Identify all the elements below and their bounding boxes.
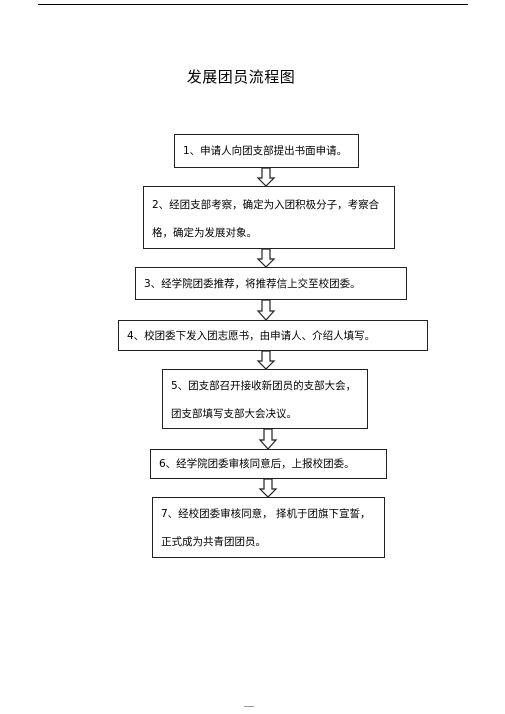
flow-step-2-text: 2、经团支部考察，确定为入团积极分子，考察合格，确定为发展对象。 [152,199,380,239]
header-rule [38,4,468,5]
page-title: 发展团员流程图 [186,68,296,86]
flow-arrow-5 [258,428,278,450]
flow-arrow-3 [256,299,276,321]
flow-arrow-6 [258,478,278,498]
flow-step-1: 1、申请人向团支部提出书面申请。 [174,134,359,168]
flow-step-4: 4、校团委下发入团志愿书，由申请人、介绍人填写。 [118,320,428,351]
flow-step-7: 7、经校团委审核同意， 择机于团旗下宣誓，正式成为共青团团员。 [152,497,385,558]
flow-step-3: 3、经学院团委推荐，将推荐信上交至校团委。 [135,267,407,300]
flow-arrow-2 [256,248,276,268]
flow-step-4-text: 4、校团委下发入团志愿书，由申请人、介绍人填写。 [127,329,376,342]
footer-mark [244,706,254,707]
flow-step-5-text: 5、团支部召开接收新团员的支部大会，团支部填写支部大会决议。 [171,380,357,420]
flow-step-6: 6、经学院团委审核同意后，上报校团委。 [150,449,387,479]
flow-arrow-1 [256,167,276,187]
flow-step-6-text: 6、经学院团委审核同意后，上报校团委。 [159,458,355,470]
flow-step-3-text: 3、经学院团委推荐，将推荐信上交至校团委。 [144,277,361,290]
flow-step-1-text: 1、申请人向团支部提出书面申请。 [183,145,348,157]
flow-arrow-4 [256,350,276,370]
flow-step-2: 2、经团支部考察，确定为入团积极分子，考察合格，确定为发展对象。 [143,186,395,249]
flow-step-7-text: 7、经校团委审核同意， 择机于团旗下宣誓，正式成为共青团团员。 [161,508,371,548]
flow-step-5: 5、团支部召开接收新团员的支部大会，团支部填写支部大会决议。 [162,369,368,429]
